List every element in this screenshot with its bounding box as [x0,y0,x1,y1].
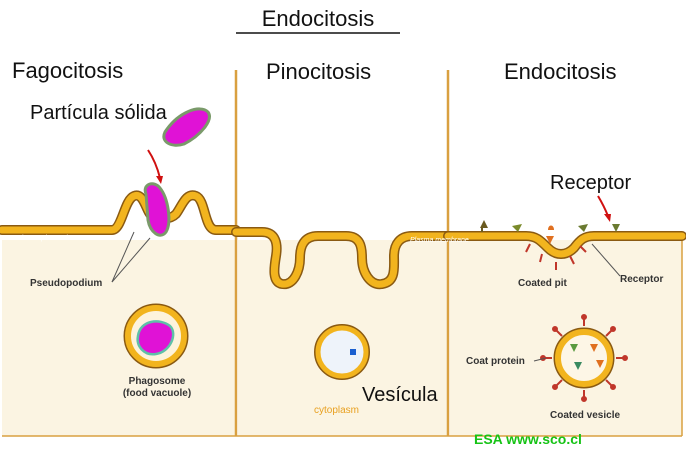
watermark: ESA www.sco.cl [474,431,582,447]
coated-vesicle-receptors [570,344,604,370]
coated-vesicle [555,329,613,387]
pseudopodium-pointer-2 [111,237,151,283]
coated-vesicle-spikes [540,314,628,402]
receptor-arrowhead [604,214,611,222]
endo-membrane-label: Plasma membrane [410,237,469,244]
coat-protein-pointer [533,357,547,362]
pseudopodium-label: Pseudopodium [30,278,102,289]
cytoplasm-label: cytoplasm [314,405,359,416]
coated-vesicle-label: Coated vesicle [550,410,620,421]
particle-arrow [147,149,161,179]
particle-arrowhead [156,176,163,184]
solid-particle [162,107,211,147]
heading-fagocitosis: Fagocitosis [12,58,123,83]
vesicle-label: Vesícula [362,384,438,406]
pino-membrane [232,228,452,288]
diagram-title: Endocitosis [262,6,375,31]
pseudopodium-pointer-1 [111,231,135,283]
coat-protein-label: Coat protein [466,356,525,367]
vesicle [315,325,369,379]
phagosome-label-2: (food vacuole) [123,388,191,399]
phago-cytoplasm [2,240,236,436]
coated-pit-label: Coated pit [518,278,568,289]
receptor-pointer [591,243,621,277]
pit-spikes [525,243,587,270]
receptor-label-big: Receptor [550,172,631,194]
endo-membrane [444,232,686,258]
particle-label: Partícula sólida [30,102,168,124]
receptor-label-small: Receptor [620,274,663,285]
heading-endocitosis: Endocitosis [504,59,617,84]
phago-membrane-label: Membrane plasmatica [6,235,75,242]
engulfed-particle [143,182,171,237]
phagosome-particle [136,320,175,356]
heading-pinocitosis: Pinocitosis [266,59,371,84]
phagosome-label-1: Phagosome [129,376,186,387]
receptor-arrow [597,195,609,217]
receptors [480,220,620,244]
vesicle-content [350,349,356,355]
